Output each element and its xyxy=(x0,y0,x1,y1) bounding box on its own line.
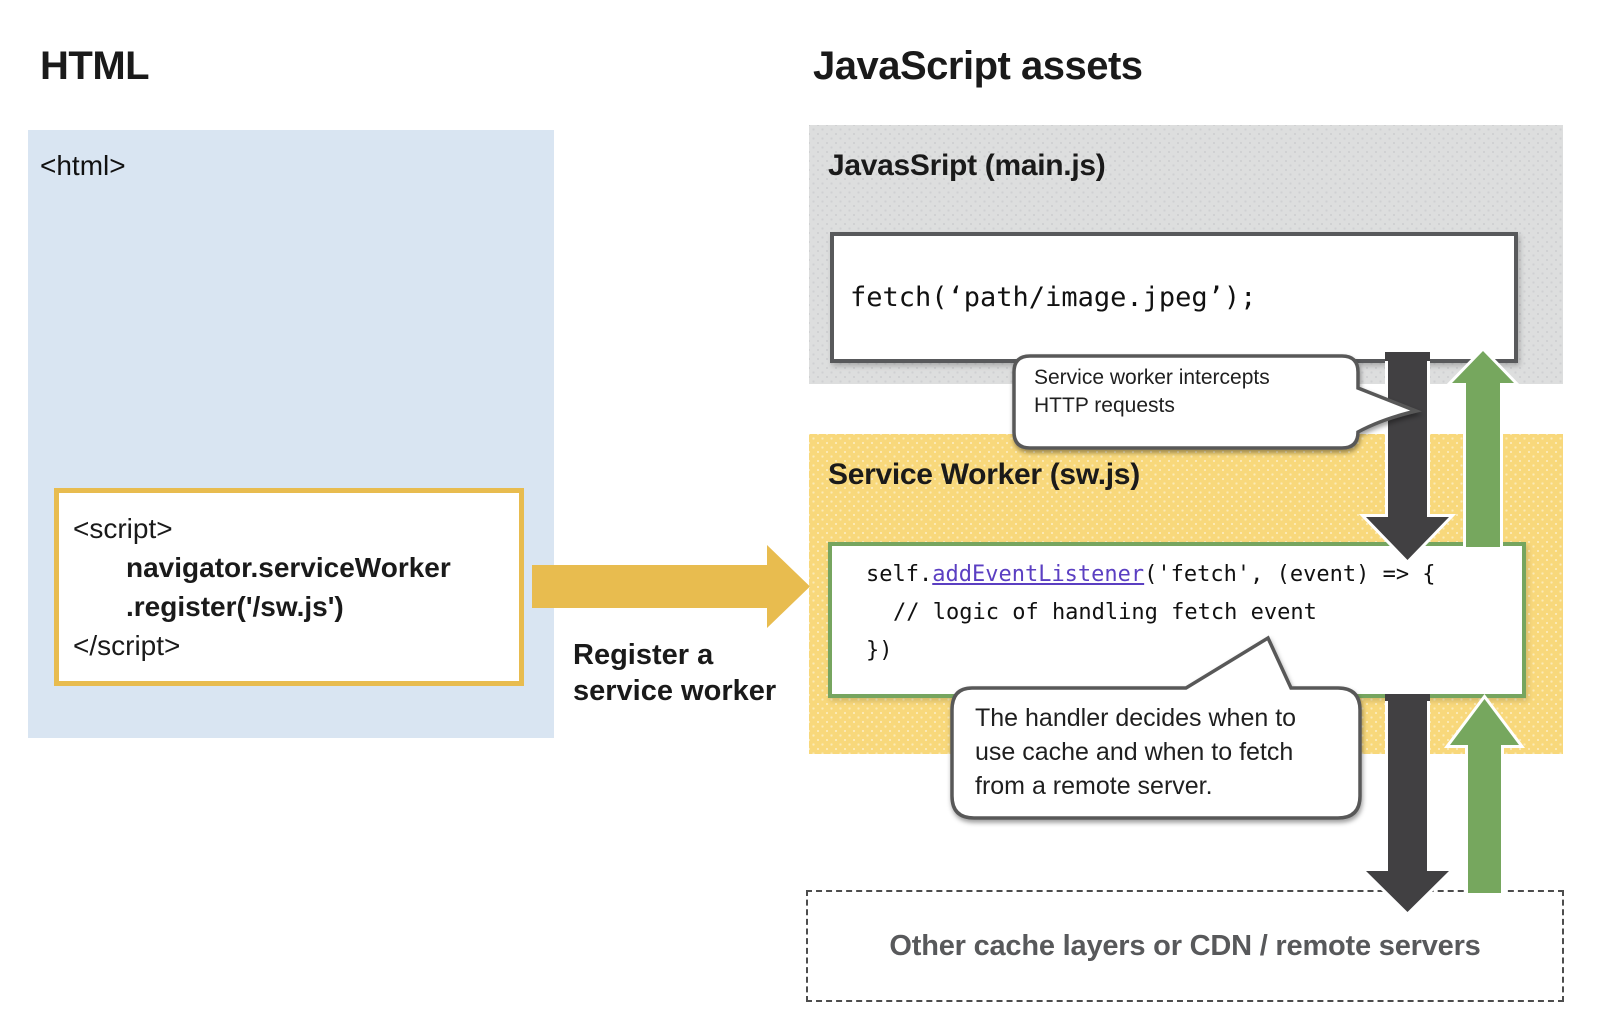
cache-layers-label: Other cache layers or CDN / remote serve… xyxy=(889,929,1481,962)
service-worker-panel-title: Service Worker (sw.js) xyxy=(828,458,1140,491)
register-arrow xyxy=(532,545,810,628)
html-open-tag: <html> xyxy=(40,150,126,181)
script-open-tag: <script> xyxy=(73,513,173,544)
register-arrow-label-line-2: service worker xyxy=(573,675,777,707)
intercept-callout-line-1: Service worker intercepts xyxy=(1034,366,1270,389)
fetch-code-box: fetch(‘path/image.jpeg’); xyxy=(830,232,1518,363)
javascript-assets-section-title: JavaScript assets xyxy=(813,44,1143,88)
mainjs-panel-title: JavasSript (main.js) xyxy=(828,149,1106,182)
service-worker-code-box: self.addEventListener('fetch', (event) =… xyxy=(828,542,1526,698)
sw-code-line-2: // logic of handling fetch event xyxy=(893,600,1317,625)
script-close-tag: </script> xyxy=(73,630,181,661)
register-script-box: <script> navigator.serviceWorker .regist… xyxy=(54,488,524,686)
sw-code-self: self. xyxy=(866,562,933,587)
handler-callout-line-3: from a remote server. xyxy=(975,772,1213,800)
sw-code-add-event-listener: addEventListener xyxy=(932,562,1145,587)
sw-code-line-1: self.addEventListener('fetch', (event) =… xyxy=(866,556,1522,594)
cache-layers-panel: Other cache layers or CDN / remote serve… xyxy=(806,890,1564,1002)
register-arrow-label: Register a service worker xyxy=(573,637,776,709)
fetch-code: fetch(‘path/image.jpeg’); xyxy=(850,282,1257,313)
script-code-line-1: navigator.serviceWorker xyxy=(126,552,451,583)
script-code-line-2: .register('/sw.js') xyxy=(126,591,344,622)
sw-code-line-3: }) xyxy=(866,638,893,663)
handler-callout-line-1: The handler decides when to xyxy=(975,704,1297,732)
handler-callout-text: The handler decides when to use cache an… xyxy=(975,701,1296,803)
intercept-callout-line-2: HTTP requests xyxy=(1034,394,1175,417)
register-arrow-label-line-1: Register a xyxy=(573,639,714,671)
html-section-title: HTML xyxy=(40,44,150,88)
sw-code-args: ('fetch', (event) => { xyxy=(1144,562,1436,587)
intercept-callout-text: Service worker intercepts HTTP requests xyxy=(1034,364,1270,420)
handler-callout-line-2: use cache and when to fetch xyxy=(975,738,1294,766)
